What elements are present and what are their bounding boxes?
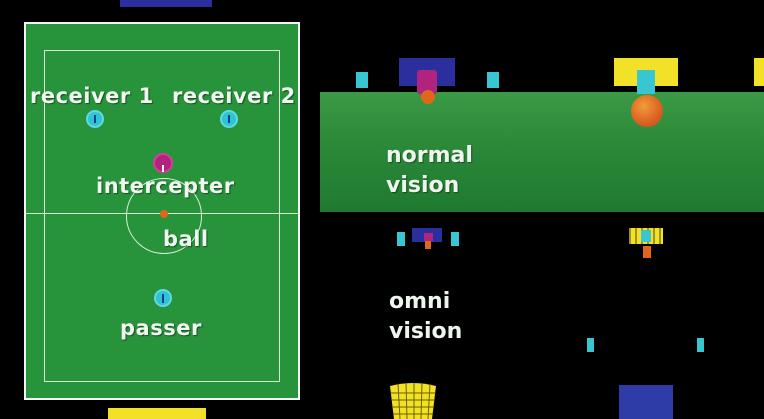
receiver-1-label: receiver 1 xyxy=(30,84,154,108)
normal-vision-line2: vision xyxy=(386,171,473,201)
robot-heading-marker xyxy=(162,294,164,303)
omni-view-intercepter xyxy=(424,233,433,241)
omni-vision-line2: vision xyxy=(389,317,462,347)
soccer-field: receiver 1 receiver 2 intercepter ball p… xyxy=(24,22,300,400)
passer-robot xyxy=(154,289,172,307)
omni-view-cyan-marker-right xyxy=(697,338,704,352)
receiver-2-label: receiver 2 xyxy=(172,84,296,108)
bottom-yellow-goal-edge xyxy=(108,408,206,419)
omni-vision-label: omni vision xyxy=(389,287,462,347)
ball xyxy=(160,210,168,218)
normal-view-left-cyan-post xyxy=(356,72,368,88)
robot-heading-marker xyxy=(228,115,230,123)
omni-view-cyan-right xyxy=(451,232,459,246)
normal-vision-label: normal vision xyxy=(386,141,473,201)
intercepter-robot xyxy=(153,153,173,173)
omni-view-cyan-marker-left xyxy=(587,338,594,352)
omni-view-ball xyxy=(425,241,431,249)
normal-view-ball xyxy=(421,90,435,104)
omni-view-blue-goal-bottom xyxy=(619,385,673,419)
intercepter-label: intercepter xyxy=(96,174,235,198)
robot-heading-marker xyxy=(94,115,96,123)
top-blue-goal-edge xyxy=(120,0,212,7)
normal-view-ball-large xyxy=(631,95,663,127)
omni-view-cyan-left xyxy=(397,232,405,246)
receiver-2-robot xyxy=(220,110,238,128)
passer-label: passer xyxy=(120,316,202,340)
omni-view-ball-right xyxy=(643,246,651,258)
ball-label: ball xyxy=(163,227,209,251)
receiver-1-robot xyxy=(86,110,104,128)
normal-view-yellow-edge xyxy=(754,58,764,86)
normal-vision-line1: normal xyxy=(386,141,473,171)
omni-vision-line1: omni xyxy=(389,287,462,317)
normal-view-right-cyan-post xyxy=(487,72,499,88)
normal-view-robot-top xyxy=(637,70,655,94)
omni-view-yellow-net xyxy=(388,382,438,419)
omni-view-cyan-robot xyxy=(641,230,651,242)
robot-heading-marker xyxy=(162,165,164,172)
